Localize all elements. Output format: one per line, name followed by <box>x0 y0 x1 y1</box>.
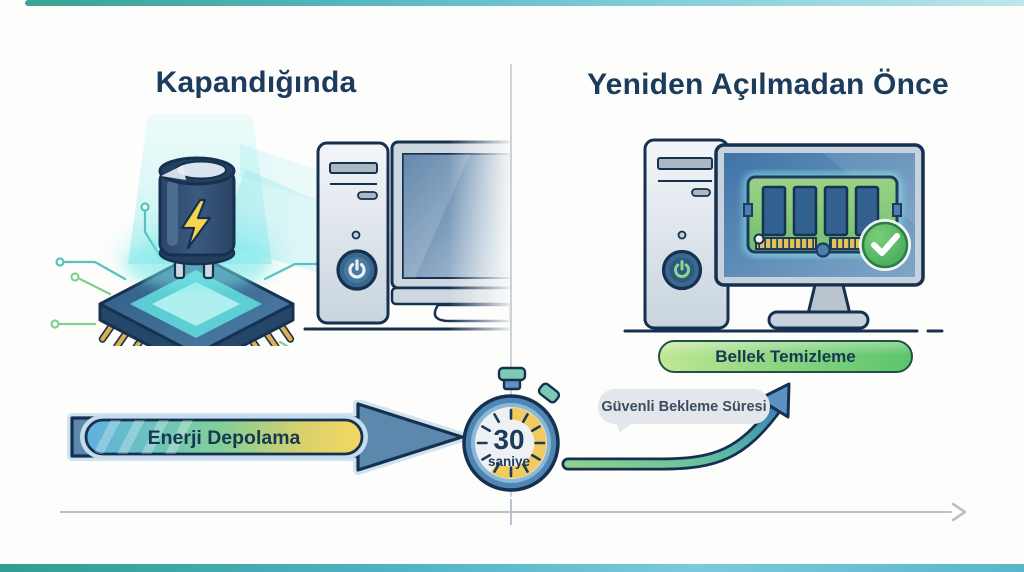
panel-divider <box>510 64 512 497</box>
right-panel-title: Yeniden Açılmadan Önce <box>587 68 949 101</box>
curved-flow-arrow-icon <box>561 382 791 471</box>
power-button-icon <box>336 249 378 291</box>
capacitor-icon <box>125 156 269 290</box>
wait-time-bubble: Güvenli Bekleme Süresi <box>598 389 770 424</box>
stopwatch-dial: 30 saniye <box>462 394 560 492</box>
bottom-accent-bar <box>0 564 1024 572</box>
capacitor-chip-scene <box>50 114 510 346</box>
computer-tower-icon-right <box>643 138 730 330</box>
timeline-axis <box>60 511 952 513</box>
stopwatch-icon: 30 saniye <box>462 366 561 492</box>
drive-bay <box>657 157 713 170</box>
top-accent-bar <box>25 0 1024 6</box>
energy-label: Enerji Depolama <box>148 427 301 449</box>
drive-bay <box>329 162 378 174</box>
power-button-icon-right <box>661 249 703 291</box>
memory-check-scene <box>623 138 944 333</box>
energy-arrow-icon: Enerji Depolama <box>67 400 467 475</box>
energy-capsule <box>84 418 364 456</box>
left-panel-title: Kapandığında <box>155 66 357 99</box>
memory-clean-label: Bellek Temizleme <box>715 346 856 366</box>
stopwatch-top-button <box>497 366 527 391</box>
ram-module-icon <box>743 172 902 258</box>
stopwatch-side-button <box>537 382 561 404</box>
wait-time-label: Güvenli Bekleme Süresi <box>601 398 767 415</box>
computer-tower-icon <box>316 141 390 325</box>
memory-clean-badge: Bellek Temizleme <box>658 340 913 373</box>
stopwatch-ticks <box>476 408 546 478</box>
timeline-arrowhead-icon <box>951 502 967 522</box>
stopwatch-unit-label: saniye <box>488 454 531 469</box>
monitor-icon-right <box>714 143 925 330</box>
checkmark-badge-icon <box>859 219 911 271</box>
monitor-stand <box>767 283 870 330</box>
stopwatch-value: 30 <box>493 424 524 455</box>
lightning-bolt-icon <box>180 198 212 250</box>
timeline-tick <box>510 499 512 525</box>
